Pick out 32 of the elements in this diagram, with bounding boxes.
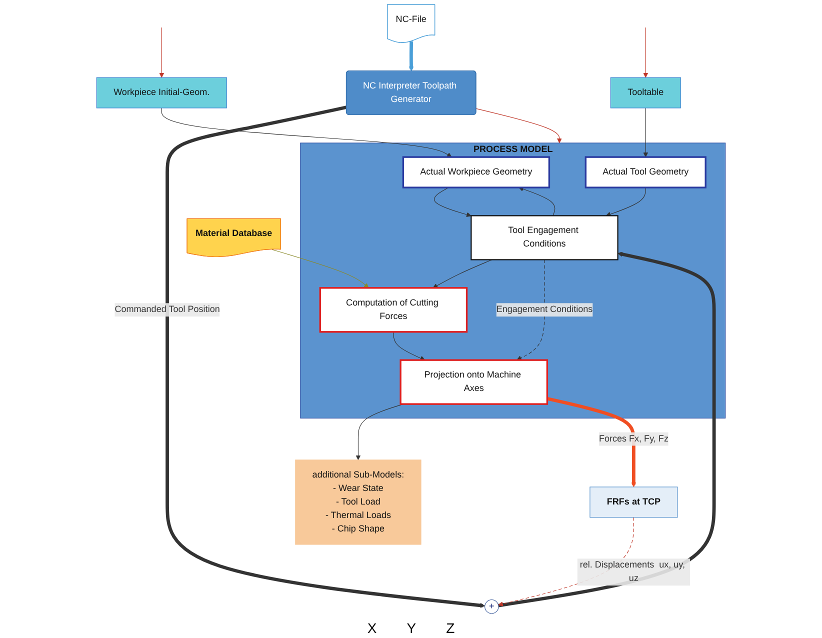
arrow	[516, 259, 545, 360]
node-box: Tooltable	[610, 77, 681, 108]
arrow	[408, 41, 414, 72]
axis-label: X	[367, 620, 377, 636]
arrow	[432, 259, 492, 288]
edge-label: Engagement Conditions	[496, 304, 593, 314]
arrow	[166, 106, 486, 608]
edge-label: Commanded Tool Position	[114, 304, 220, 314]
arrow	[476, 108, 562, 144]
arrow	[159, 27, 164, 78]
edge-label: rel. Displacements ux, uy, uz	[580, 560, 686, 584]
node-box: Computation of Cutting Forces	[319, 287, 468, 333]
arrow	[161, 108, 452, 158]
node-box: Workpiece Initial-Geom.	[96, 77, 227, 108]
arrow	[546, 396, 636, 488]
edge-label: Forces Fx, Fy, Fz	[598, 434, 668, 444]
arrow	[434, 187, 472, 217]
arrow	[643, 27, 648, 78]
arrow	[643, 108, 648, 158]
node-box: Projection onto Machine Axes	[400, 359, 548, 405]
node-box: Tool Engagement Conditions	[470, 215, 618, 260]
node-box: additional Sub-Models: - Wear State - Tool Load - Thermal Loads - Chip Shape	[295, 460, 422, 545]
arrow	[393, 332, 426, 361]
axis-label: Y	[406, 620, 416, 636]
arrow	[518, 186, 556, 216]
arrow	[606, 187, 646, 217]
node-box: FRFs at TCP	[590, 486, 678, 518]
node-box: Actual Workpiece Geometry	[402, 156, 550, 188]
axis-label: Z	[446, 620, 455, 636]
node-box: Actual Tool Geometry	[584, 156, 706, 188]
node-circle: +	[484, 599, 499, 614]
arrow	[272, 249, 369, 288]
